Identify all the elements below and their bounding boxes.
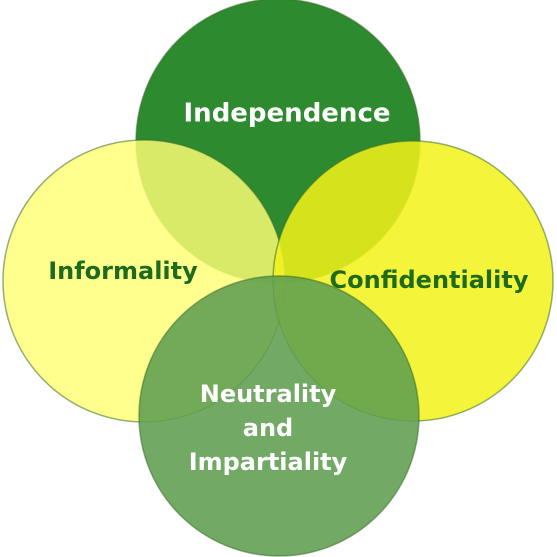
label-neutrality-and-impartiality: Neutrality and Impartiality <box>189 377 348 479</box>
circle-bottom <box>138 275 420 557</box>
label-confidentiality: Confidentiality <box>330 263 529 297</box>
label-independence-line-1: Independence <box>183 98 391 129</box>
label-neutrality-line-2: and <box>242 413 294 442</box>
label-informality-line-1: Informality <box>48 256 198 285</box>
label-independence: Independence <box>184 96 391 133</box>
label-confidentiality-line-1: Confidentiality <box>329 265 529 294</box>
label-neutrality-line-3: Impartiality <box>188 448 348 477</box>
label-informality: Informality <box>48 254 198 288</box>
label-neutrality-line-1: Neutrality <box>199 379 337 408</box>
